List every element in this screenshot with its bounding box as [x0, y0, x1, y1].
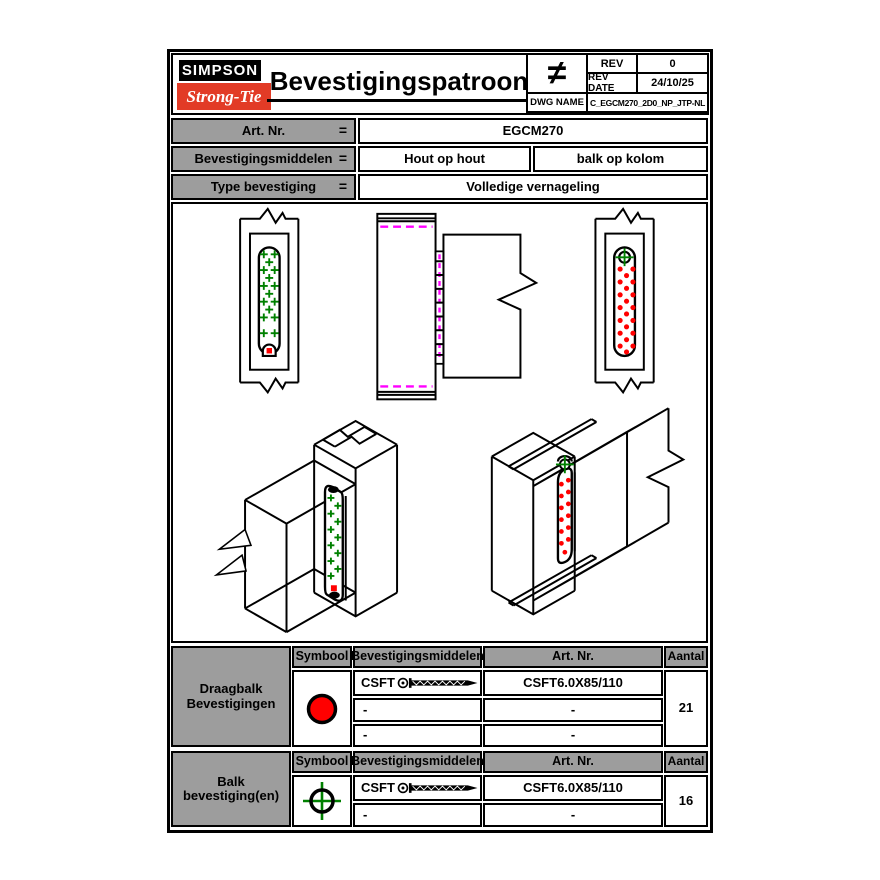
- balk-group-cell: Balk bevestiging(en): [171, 751, 291, 827]
- middelen-value-1: Hout op hout: [358, 146, 531, 172]
- header-art-nr: Art. Nr.: [483, 646, 663, 668]
- group-label-line1: Balk: [217, 773, 245, 789]
- front-view-draagbalk-fasteners: [594, 207, 655, 395]
- middelen-label-cell: Bevestigingsmiddelen =: [171, 146, 356, 172]
- rev-label: REV: [586, 53, 638, 74]
- drawing-area: [171, 202, 708, 643]
- dwg-name-value: C_EGCM270_2D0_NP_JTP-NL: [586, 92, 709, 113]
- fastener-row: -: [353, 698, 482, 722]
- iso-view-balk-joint: [213, 419, 399, 633]
- red-screw-dots: [559, 477, 571, 555]
- art-nr-cell: -: [483, 724, 663, 747]
- group-label-line2: bevestiging(en): [182, 788, 280, 803]
- draagbalk-aantal-value: 21: [664, 670, 708, 747]
- header-art-nr: Art. Nr.: [483, 751, 663, 773]
- art-nr-cell: CSFT6.0X85/110: [483, 670, 663, 696]
- red-screw-dots: [617, 266, 636, 355]
- fastener-row: -: [353, 803, 482, 827]
- type-value: Volledige vernageling: [358, 174, 708, 200]
- type-label: Type bevestiging: [210, 178, 317, 194]
- art-nr-cell: -: [483, 698, 663, 722]
- fastener-row: CSFT: [353, 670, 482, 696]
- sheet-frame: SIMPSON Strong-Tie Bevestigingspatroon ≠…: [167, 49, 713, 833]
- type-label-cell: Type bevestiging =: [171, 174, 356, 200]
- balk-symbol-icon: [303, 782, 341, 820]
- front-view-assembly: [376, 212, 539, 401]
- group-label-line1: Draagbalk: [199, 681, 263, 697]
- fastener-row: CSFT: [353, 775, 482, 801]
- header-symbool: Symbool: [292, 646, 352, 668]
- rev-date-label: REV DATE: [586, 72, 638, 94]
- art-nr-cell: -: [483, 803, 663, 827]
- rev-date-value: 24/10/25: [636, 72, 709, 94]
- header-middelen: Bevestigingsmiddelen: [351, 646, 484, 668]
- draagbalk-group-cell: Draagbalk Bevestigingen: [171, 646, 291, 747]
- fastener-name: CSFT: [361, 674, 395, 690]
- balk-aantal-value: 16: [664, 775, 708, 827]
- middelen-value-2: balk op kolom: [533, 146, 708, 172]
- art-nr-label: Art. Nr.: [241, 122, 286, 138]
- projection-symbol-icon: ≠: [526, 53, 588, 94]
- csft-screw-icon: [397, 677, 478, 689]
- csft-screw-icon: [397, 782, 478, 794]
- art-nr-label-cell: Art. Nr. =: [171, 118, 356, 144]
- draagbalk-symbol-icon: [306, 693, 338, 724]
- header-middelen: Bevestigingsmiddelen: [351, 751, 484, 773]
- middelen-label: Bevestigingsmiddelen: [194, 150, 333, 166]
- equals-sign: =: [338, 122, 347, 139]
- fastener-row: -: [353, 724, 482, 747]
- strongtie-logo: Strong-Tie: [177, 83, 271, 110]
- iso-view-draagbalk-joint: [490, 407, 686, 616]
- equals-sign: =: [338, 178, 347, 195]
- header-aantal: Aantal: [664, 751, 708, 773]
- art-nr-cell: CSFT6.0X85/110: [483, 775, 663, 801]
- balk-symbol-cell: [292, 775, 352, 827]
- title-block: SIMPSON Strong-Tie Bevestigingspatroon ≠…: [171, 53, 709, 115]
- art-nr-value: EGCM270: [358, 118, 708, 144]
- front-view-balk-fasteners: [239, 207, 300, 395]
- header-symbool: Symbool: [292, 751, 352, 773]
- draagbalk-symbol-cell: [292, 670, 352, 747]
- header-aantal: Aantal: [664, 646, 708, 668]
- simpson-logo: SIMPSON: [177, 58, 263, 83]
- fastener-name: CSFT: [361, 779, 395, 795]
- technical-drawings: [213, 207, 686, 633]
- group-label-line2: Bevestigingen: [186, 695, 276, 711]
- rev-value: 0: [636, 53, 709, 74]
- equals-sign: =: [338, 150, 347, 167]
- page-title: Bevestigingspatroon: [266, 63, 532, 105]
- dwg-name-label: DWG NAME: [526, 92, 588, 113]
